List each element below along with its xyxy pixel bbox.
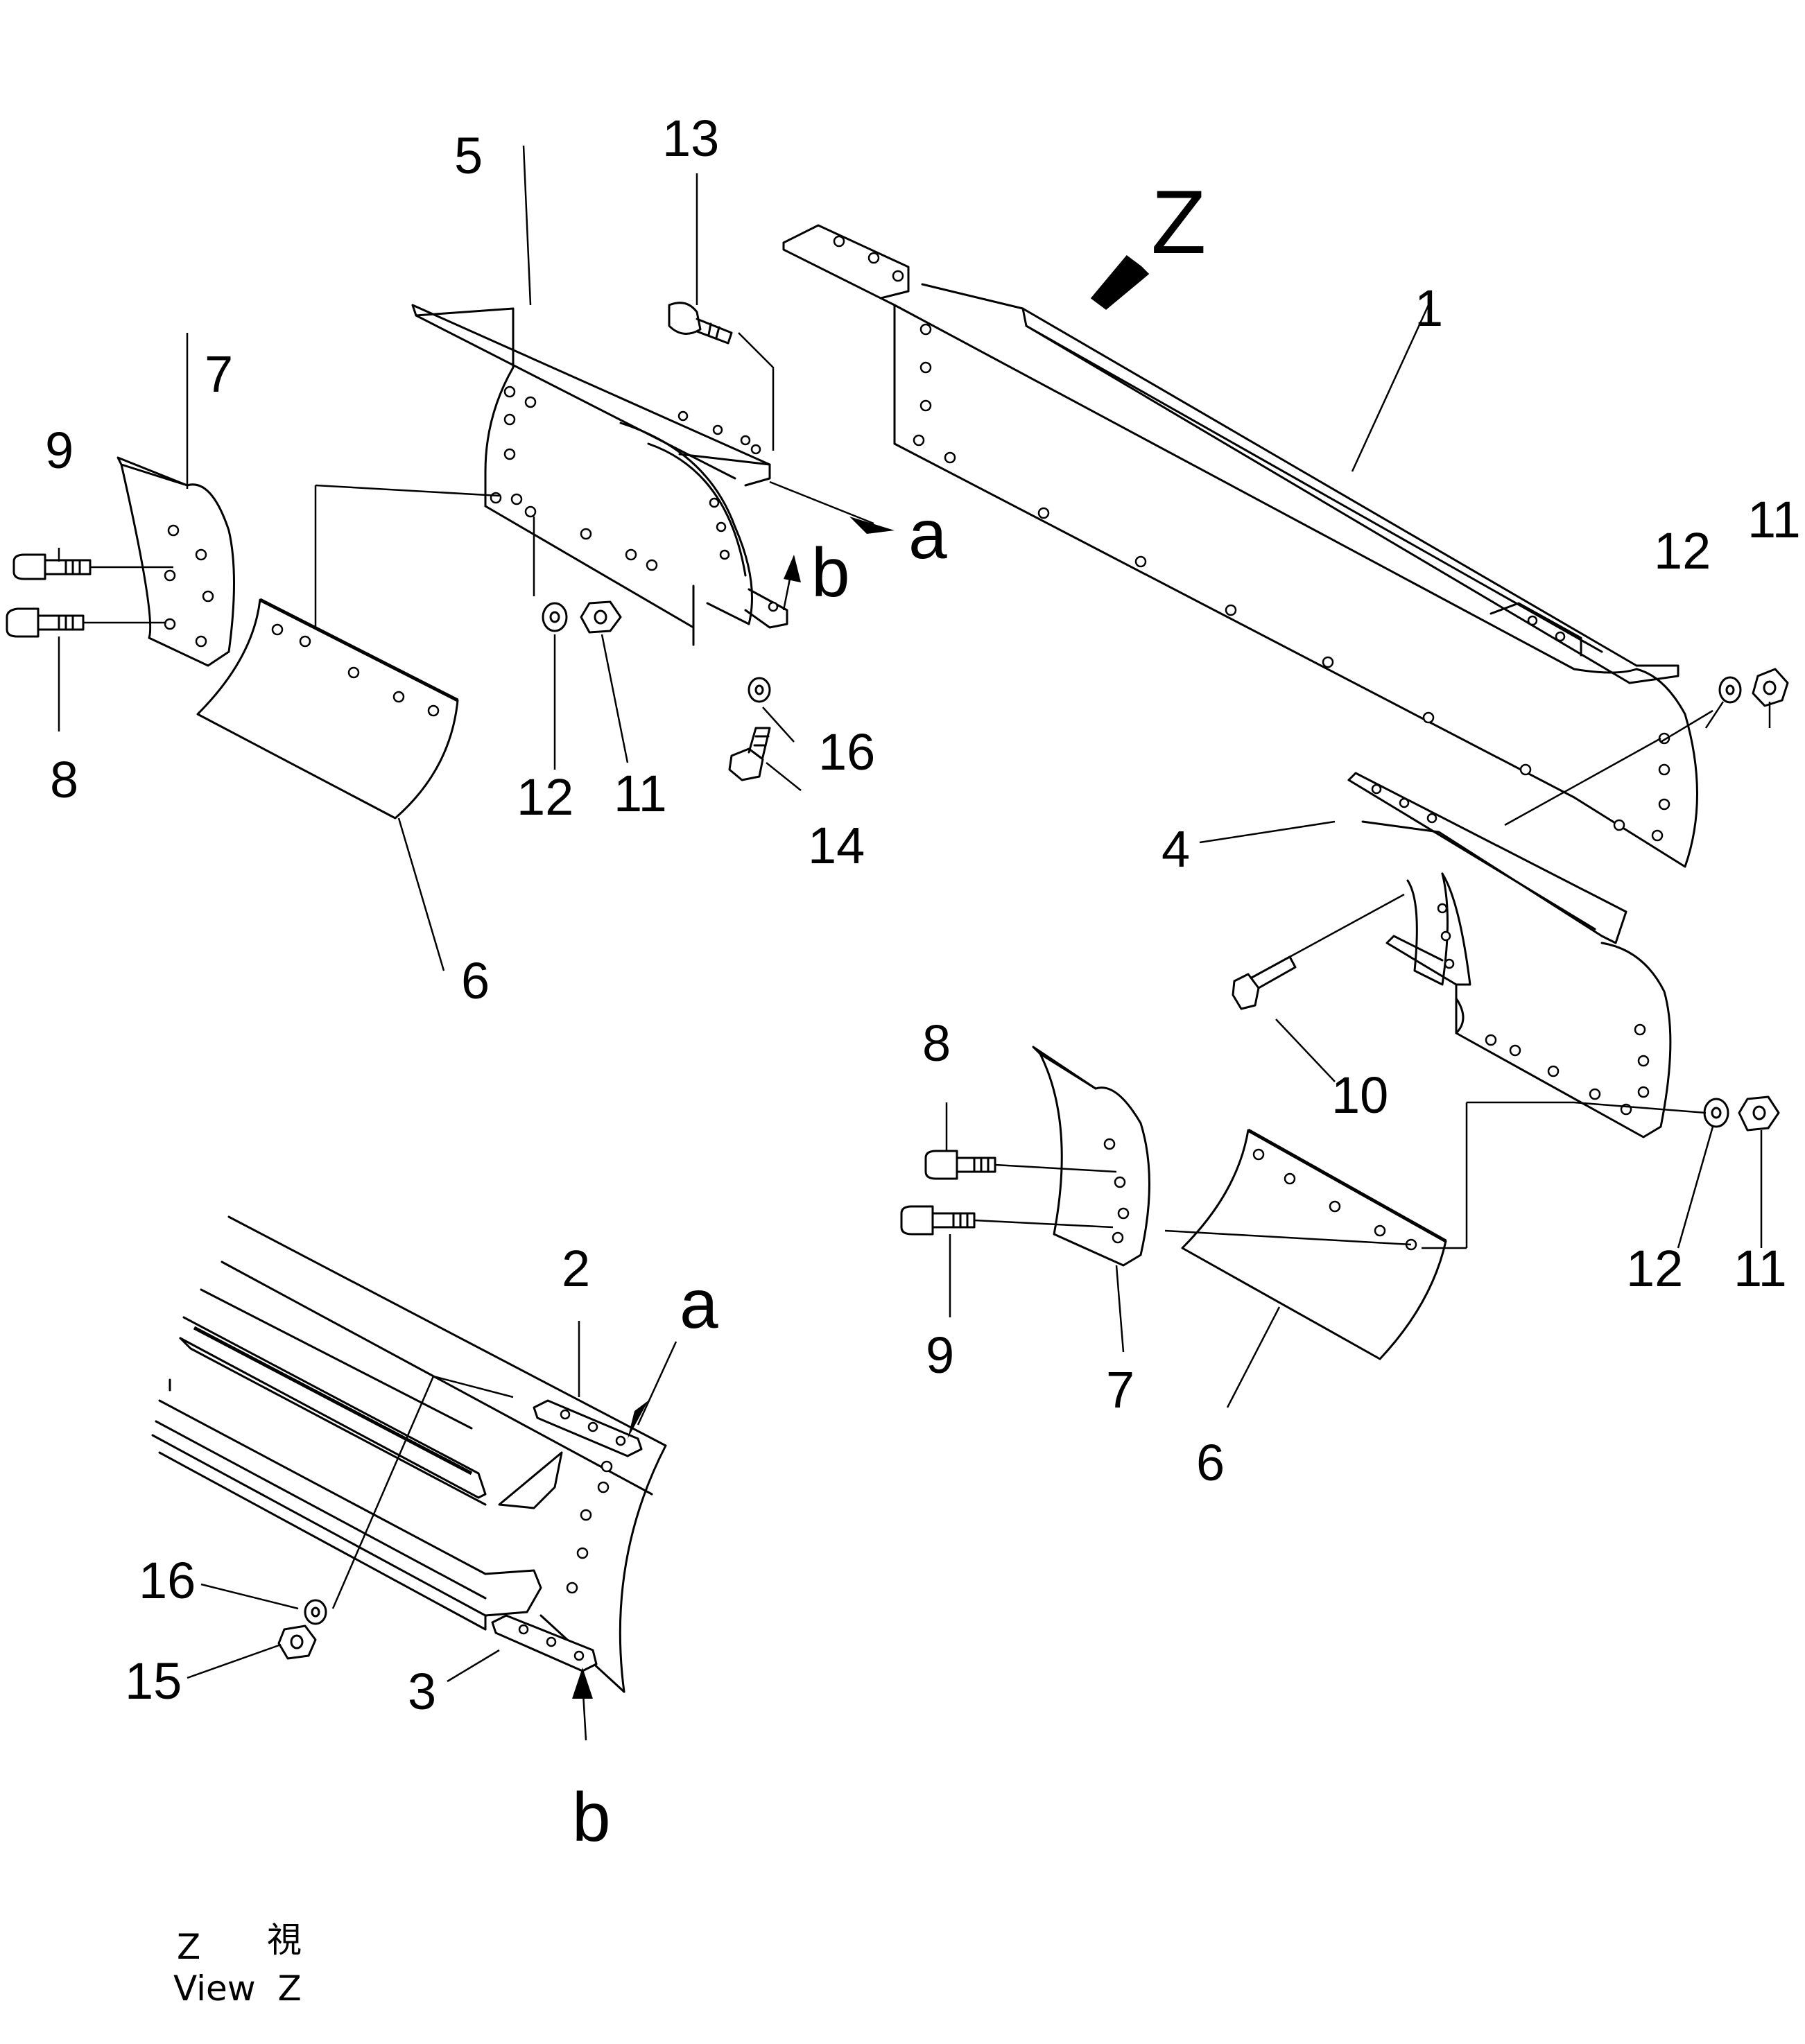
plate-part-2: [533, 1399, 643, 1457]
callout-11-right-bottom: 11: [1734, 1240, 1787, 1297]
callout-15: 15: [125, 1652, 182, 1710]
view-caption: Z 視 View Z: [173, 1920, 302, 2009]
cutting-edge-part-6-right: [1181, 1128, 1447, 1360]
callout-8-right: 8: [922, 1014, 951, 1072]
bolt-10: [1232, 955, 1297, 1010]
callout-12-right-bottom: 12: [1626, 1240, 1683, 1297]
plate-part-3: [491, 1614, 598, 1672]
callout-11-right-top: 11: [1747, 491, 1801, 548]
caption-z: Z: [177, 1927, 200, 1967]
callout-7-right: 7: [1106, 1361, 1134, 1419]
callout-2: 2: [562, 1240, 590, 1297]
nut-11-right-top: [1752, 668, 1789, 707]
bolt-13: [668, 302, 733, 345]
callout-4: 4: [1161, 820, 1190, 878]
end-bit-part-7-left: [116, 456, 235, 667]
callout-6-left: 6: [461, 952, 490, 1010]
callout-9-right: 9: [926, 1326, 954, 1384]
nut-15: [277, 1625, 317, 1660]
leader-lines: [58, 145, 1771, 1741]
washer-12-right: [1703, 1098, 1729, 1128]
callout-10: 10: [1331, 1066, 1388, 1124]
end-bit-part-7-right: [1032, 1046, 1150, 1267]
bolt-8-right: [924, 1150, 996, 1180]
caption-kanji: 視: [267, 1920, 302, 1960]
washer-12-left: [542, 602, 568, 632]
nut-11-left: [580, 600, 622, 634]
callout-7-left: 7: [205, 345, 233, 403]
washer-16-view: [304, 1599, 327, 1625]
moldboard-part-1: [782, 224, 1698, 868]
callout-11-left: 11: [614, 765, 667, 822]
svg-text:Z: Z: [1151, 171, 1206, 272]
ref-b-view: b: [572, 1778, 611, 1856]
callout-8-left: 8: [50, 751, 78, 808]
callout-16-view: 16: [139, 1552, 196, 1609]
caption-view-z: View Z: [173, 1968, 302, 2009]
ref-a-top: a: [908, 496, 947, 573]
wing-part-5: [411, 304, 788, 646]
nut-11-right: [1738, 1095, 1780, 1132]
bolt-9-right: [900, 1205, 976, 1236]
wing-part-4: [1347, 772, 1672, 1138]
callout-14: 14: [808, 817, 865, 874]
callout-labels: 1 2 3 4 5 6 6 7 7 8 8 9 9 10 11 11 11 12…: [45, 110, 1801, 1856]
bolt-9-left: [12, 553, 92, 580]
cutting-edge-part-6-left: [196, 598, 459, 820]
moldboard-holes: [913, 323, 1670, 842]
callout-13: 13: [662, 110, 719, 167]
view-z-detail: [151, 1215, 667, 1693]
bolt-8-left: [6, 607, 85, 638]
callout-6-right: 6: [1196, 1434, 1225, 1491]
callout-1: 1: [1415, 279, 1443, 337]
callout-3: 3: [408, 1663, 436, 1720]
callout-12-left: 12: [517, 768, 573, 826]
callout-12-right-top: 12: [1654, 522, 1711, 580]
washer-16-top: [748, 677, 771, 703]
callout-9-left: 9: [45, 422, 74, 479]
ref-a-view: a: [680, 1265, 718, 1343]
view-z-arrow: Z: [1090, 171, 1206, 310]
callout-16-top: 16: [818, 723, 875, 781]
washer-12-right-top: [1718, 676, 1742, 704]
bolt-14: [728, 727, 771, 781]
callout-5: 5: [454, 127, 483, 184]
ref-b-top: b: [811, 534, 850, 612]
